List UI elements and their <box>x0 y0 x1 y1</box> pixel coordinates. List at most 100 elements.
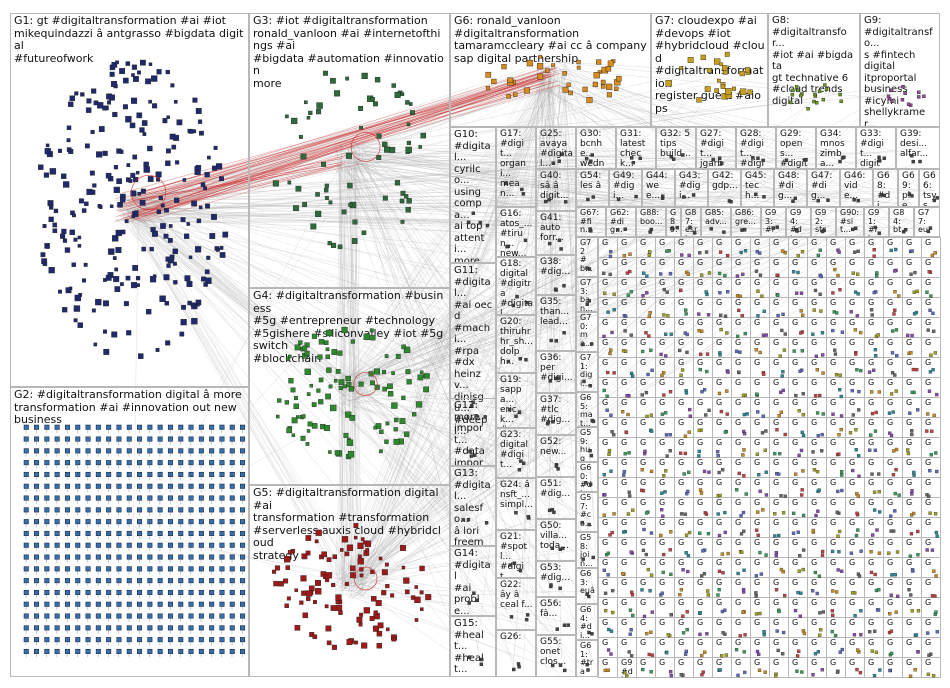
node <box>126 625 132 631</box>
node <box>178 460 184 466</box>
edge <box>355 85 565 147</box>
node <box>839 394 843 399</box>
node <box>679 373 683 377</box>
node <box>609 413 613 417</box>
node <box>198 530 204 536</box>
edge <box>337 228 643 583</box>
edge <box>551 87 559 420</box>
node <box>873 448 878 453</box>
node <box>644 552 648 557</box>
node <box>417 374 424 381</box>
node <box>23 625 29 631</box>
node <box>95 436 101 442</box>
node <box>721 631 725 635</box>
node <box>54 625 60 631</box>
edge <box>539 64 833 223</box>
edge <box>343 148 590 592</box>
edge <box>358 77 554 160</box>
node <box>54 471 60 477</box>
node <box>705 589 710 593</box>
node <box>665 454 669 458</box>
edge <box>128 190 936 222</box>
node <box>930 548 935 552</box>
node <box>722 230 726 234</box>
edge <box>339 158 343 596</box>
node <box>704 250 709 254</box>
node <box>149 246 154 252</box>
node <box>909 593 913 597</box>
node <box>137 495 143 501</box>
node <box>624 314 628 318</box>
node <box>298 340 303 345</box>
edge <box>551 66 555 334</box>
node <box>147 495 153 501</box>
node <box>930 594 935 598</box>
node <box>908 411 912 415</box>
node <box>95 424 101 430</box>
node <box>165 69 170 75</box>
node <box>288 354 292 359</box>
node <box>75 495 81 501</box>
node <box>678 592 682 597</box>
node <box>931 311 935 316</box>
node <box>384 562 389 567</box>
edge <box>342 154 754 396</box>
edge <box>352 197 556 577</box>
edge <box>341 572 588 628</box>
node <box>893 290 897 294</box>
node <box>85 648 91 654</box>
edge <box>143 207 580 514</box>
node <box>215 163 223 170</box>
node <box>75 578 81 584</box>
edge <box>344 263 592 573</box>
node <box>64 507 70 513</box>
node <box>132 265 139 271</box>
node <box>54 483 60 489</box>
node <box>64 542 70 548</box>
node <box>931 674 936 678</box>
node <box>649 670 653 674</box>
node <box>166 263 171 268</box>
node <box>381 370 387 375</box>
edge <box>355 96 823 166</box>
node <box>54 436 60 442</box>
node <box>83 262 88 267</box>
node <box>106 448 112 454</box>
node <box>157 436 163 442</box>
node <box>385 584 390 589</box>
node <box>800 349 805 353</box>
edge <box>363 453 474 586</box>
node <box>23 530 29 536</box>
node <box>514 510 518 515</box>
node <box>741 610 745 615</box>
edge <box>344 141 548 501</box>
node <box>704 413 708 417</box>
node <box>178 483 184 489</box>
node <box>116 601 122 607</box>
node <box>151 75 158 82</box>
node <box>382 195 388 201</box>
node <box>48 216 54 222</box>
node <box>54 495 60 501</box>
node <box>563 200 568 204</box>
node <box>400 544 406 551</box>
node <box>894 467 898 472</box>
edge <box>336 578 558 634</box>
node <box>585 266 589 270</box>
node <box>198 205 203 210</box>
edge <box>347 379 579 404</box>
node <box>54 601 60 607</box>
node <box>793 472 798 476</box>
node <box>370 380 375 386</box>
edge <box>126 201 507 609</box>
node <box>663 411 668 415</box>
node <box>42 261 48 267</box>
node <box>606 648 611 652</box>
node <box>181 304 186 310</box>
node <box>668 433 672 437</box>
node <box>369 616 375 621</box>
node <box>283 578 289 584</box>
node <box>198 566 204 572</box>
node <box>404 589 410 595</box>
edge <box>522 87 553 674</box>
